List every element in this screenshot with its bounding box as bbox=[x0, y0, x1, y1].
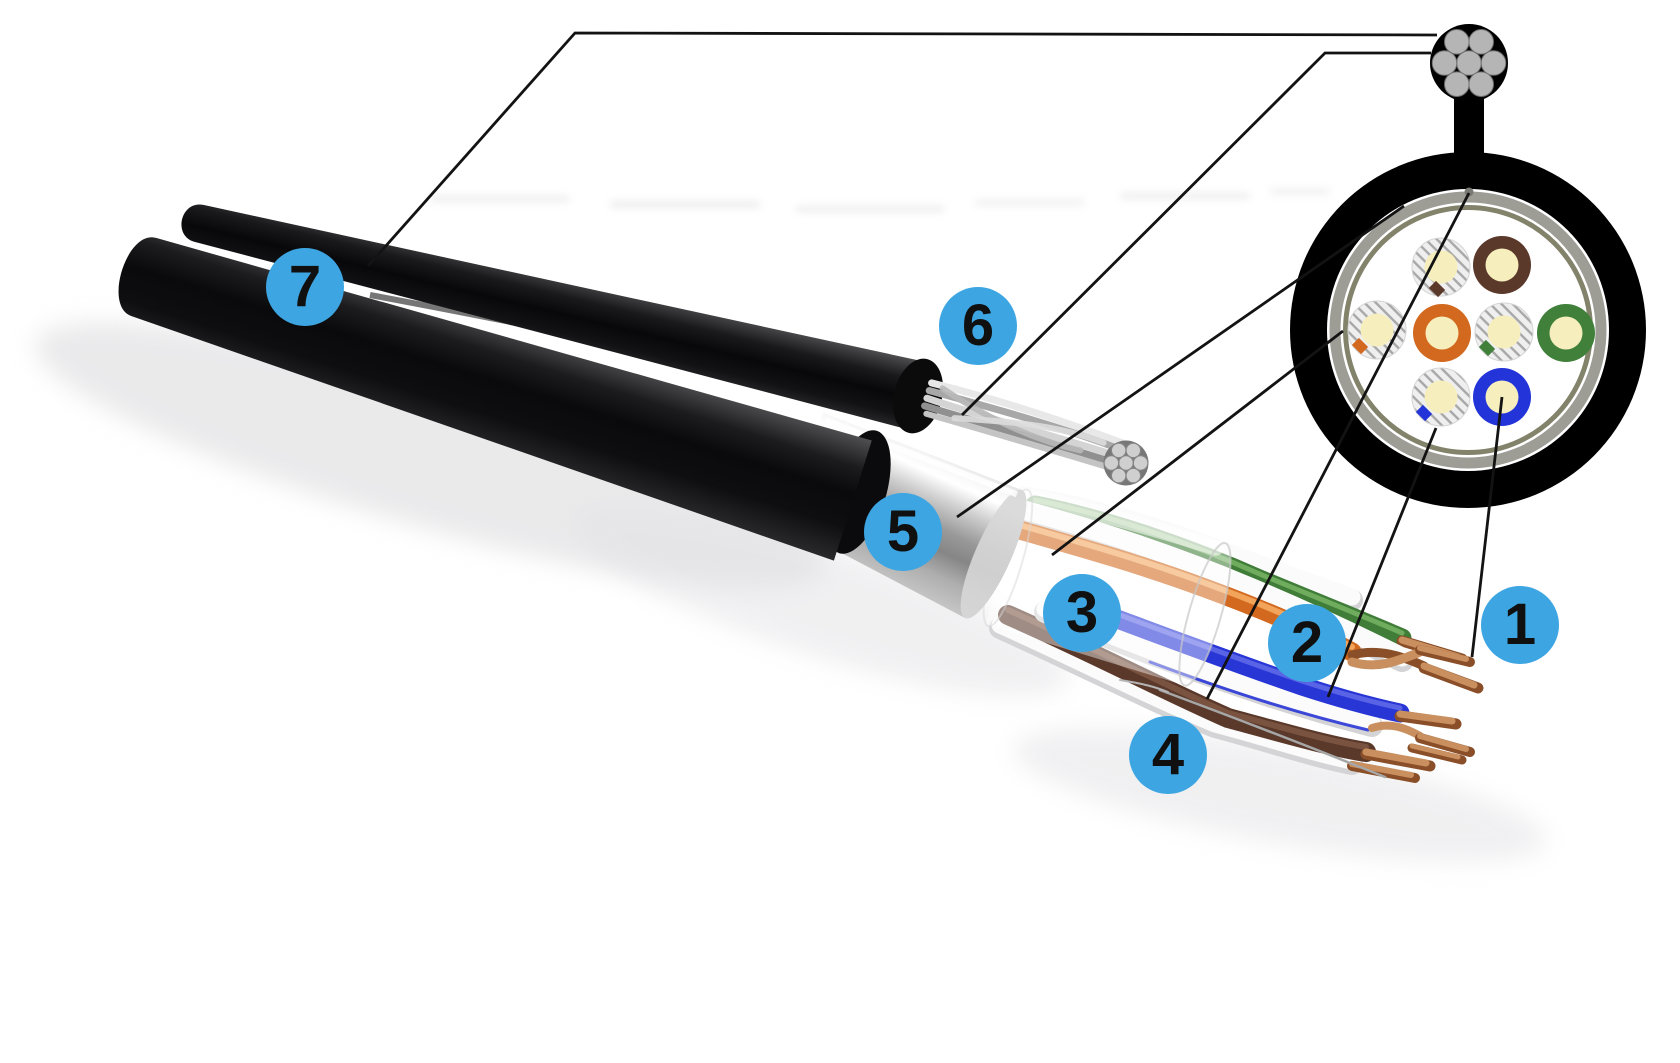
messenger-jacket bbox=[181, 204, 931, 431]
figure8-web bbox=[1454, 96, 1484, 156]
callout-3-wrap: 3 bbox=[1043, 574, 1121, 652]
callout-1-copper-conductor: 1 bbox=[1481, 586, 1559, 664]
callout-2-insulated-conductor: 2 bbox=[1268, 604, 1346, 682]
floor-reflection-streaks bbox=[430, 189, 1330, 212]
callout-5-foil-shield: 5 bbox=[864, 493, 942, 571]
messenger-steel-strands-cs bbox=[1431, 29, 1507, 97]
leader-line-5 bbox=[956, 204, 1405, 519]
leader-line-1 bbox=[1470, 396, 1504, 658]
leader-line-7 bbox=[366, 31, 1438, 267]
rip-cord-wire-start bbox=[1119, 679, 1169, 693]
steel-strand-end-cluster bbox=[1103, 440, 1149, 486]
rip-cord-dot bbox=[1464, 187, 1474, 197]
wire-cs-white-brown bbox=[1411, 237, 1471, 298]
callout-4-rip-cord: 4 bbox=[1129, 716, 1207, 794]
wire-cs-brown bbox=[1473, 236, 1531, 294]
wire-cs-white-green bbox=[1474, 302, 1534, 362]
leader-lines bbox=[366, 31, 1504, 700]
wire-cs-orange bbox=[1413, 304, 1471, 362]
callout-6-steel-messenger: 6 bbox=[939, 287, 1017, 365]
wire-cs-white-blue bbox=[1411, 367, 1471, 427]
leader-line-6 bbox=[961, 51, 1431, 416]
cross-section bbox=[1290, 24, 1646, 508]
callout-7-jacket: 7 bbox=[266, 248, 344, 326]
leader-line-3 bbox=[1051, 329, 1344, 557]
rip-cord-wire bbox=[1158, 688, 1387, 779]
leader-line-2 bbox=[1326, 427, 1438, 698]
steel-strands bbox=[921, 379, 1134, 473]
leader-line-4 bbox=[1205, 192, 1471, 700]
wire-cs-green bbox=[1537, 304, 1595, 362]
